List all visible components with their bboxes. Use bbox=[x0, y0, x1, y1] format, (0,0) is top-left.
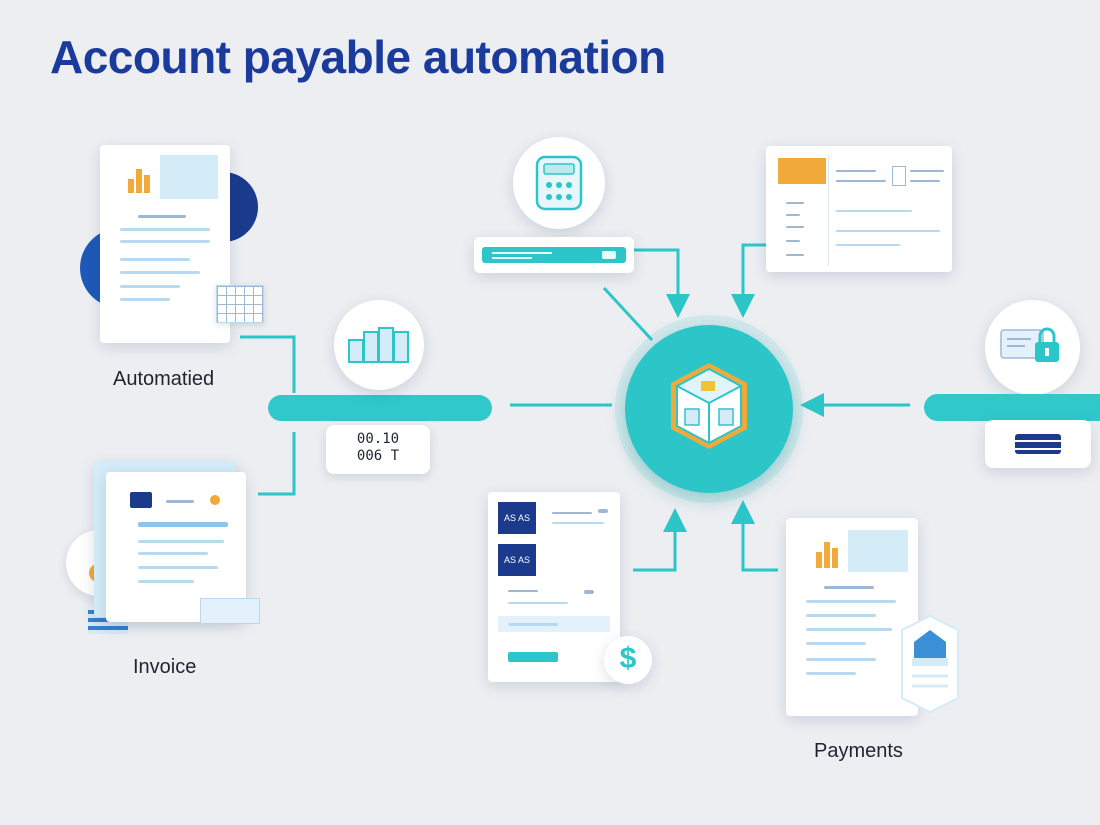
table-thumbnail-icon bbox=[216, 285, 264, 323]
invoice-document-card bbox=[106, 472, 246, 622]
left-progress-pill bbox=[268, 395, 492, 421]
billing-tile-1: AS AS bbox=[498, 502, 536, 534]
calculator-icon-circle bbox=[513, 137, 605, 229]
readout-line-1: 00.10 bbox=[356, 431, 400, 447]
building-icon-circle bbox=[334, 300, 424, 390]
payments-chart-icon bbox=[816, 542, 838, 568]
payments-document-card bbox=[786, 518, 918, 716]
readout-line-2: 006 T bbox=[356, 448, 400, 464]
connector-top-right-doc bbox=[731, 243, 766, 318]
right-card-button bbox=[985, 420, 1091, 468]
invoice-note-icon bbox=[200, 598, 260, 624]
invoice-seal-icon bbox=[210, 495, 220, 505]
document-header-block bbox=[160, 155, 218, 199]
top-right-grid-icon bbox=[892, 166, 906, 186]
billing-teal-bar bbox=[508, 652, 558, 662]
top-status-bar-fill bbox=[482, 247, 626, 263]
payments-label: Payments bbox=[814, 740, 903, 762]
connector-bottom-left-doc bbox=[258, 432, 296, 496]
dollar-icon: $ bbox=[619, 642, 637, 675]
stacked-bars-icon bbox=[1015, 434, 1061, 454]
readout-box: 00.10 006 T bbox=[326, 425, 430, 474]
dollar-icon-circle: $ bbox=[604, 636, 652, 684]
automation-hub bbox=[625, 325, 793, 493]
billing-document-card: AS AS AS AS bbox=[488, 492, 620, 682]
connector-diagonal bbox=[602, 286, 654, 342]
invoice-logo-icon bbox=[130, 492, 152, 508]
connector-bottom-center-doc bbox=[633, 508, 687, 572]
document-chart-icon bbox=[128, 169, 150, 193]
top-right-orange-header bbox=[778, 158, 826, 184]
connector-bottom-right-doc bbox=[731, 500, 778, 572]
billing-tile-2: AS AS bbox=[498, 544, 536, 576]
top-status-bar bbox=[474, 237, 634, 273]
hub-cube-icon bbox=[671, 363, 747, 449]
automated-document-card bbox=[100, 145, 230, 343]
status-bar-indicator bbox=[602, 251, 616, 259]
lock-icon-circle bbox=[985, 300, 1080, 395]
shield-icon bbox=[901, 614, 959, 714]
connector-top-left-doc bbox=[240, 335, 296, 393]
calculator-icon bbox=[535, 155, 583, 211]
right-progress-pill bbox=[924, 394, 1100, 421]
automated-label: Automatied bbox=[113, 368, 215, 390]
payments-header-block bbox=[848, 530, 908, 572]
lock-icon bbox=[1000, 327, 1059, 362]
page-title: Account payable automation bbox=[50, 31, 666, 83]
connector-top-bar bbox=[632, 248, 690, 318]
building-icon bbox=[348, 327, 409, 363]
top-right-document-card bbox=[766, 146, 952, 272]
invoice-label: Invoice bbox=[133, 656, 197, 678]
